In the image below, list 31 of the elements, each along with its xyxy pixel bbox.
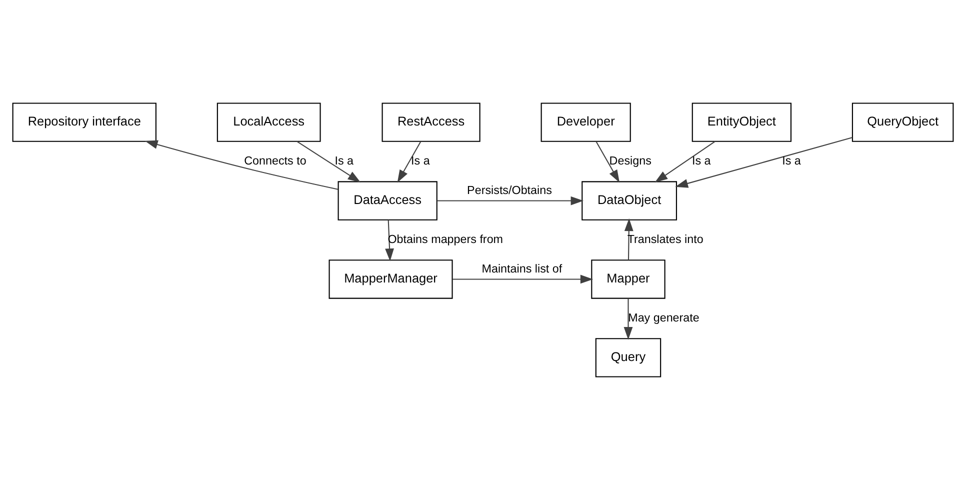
arrow [596,141,620,183]
arrow [385,220,394,262]
node-box: Query [595,338,662,378]
node-box: Developer [540,102,631,142]
node-box: MapperManager [328,260,453,299]
arrow [296,141,361,182]
node-box: Mapper [591,260,666,299]
edge-label: Is a [411,154,430,168]
edge-label: Is a [782,154,801,168]
node-box: RestAccess [382,102,480,142]
node-box: EntityObject [692,102,792,142]
node-box: DataObject [582,181,677,220]
node-box: Repository interface [12,102,156,142]
arrow [624,298,633,340]
arrow [452,274,594,284]
edge-label: Designs [609,154,652,168]
arrow [144,140,338,190]
edge-label: Maintains list of [482,262,562,276]
edge-label: Connects to [244,154,306,168]
arrow [654,141,716,182]
node-box: LocalAccess [216,102,321,142]
node-box: DataAccess [338,181,438,220]
arrow [624,218,634,260]
edge-label: Is a [692,154,711,168]
edge-label: May generate [628,311,700,324]
arrow [675,136,852,188]
arrow [437,196,584,206]
edge-label: Is a [334,154,354,168]
edge-label: Persists/Obtains [467,184,552,198]
node-box: QueryObject [852,102,954,142]
arrow [397,141,422,183]
